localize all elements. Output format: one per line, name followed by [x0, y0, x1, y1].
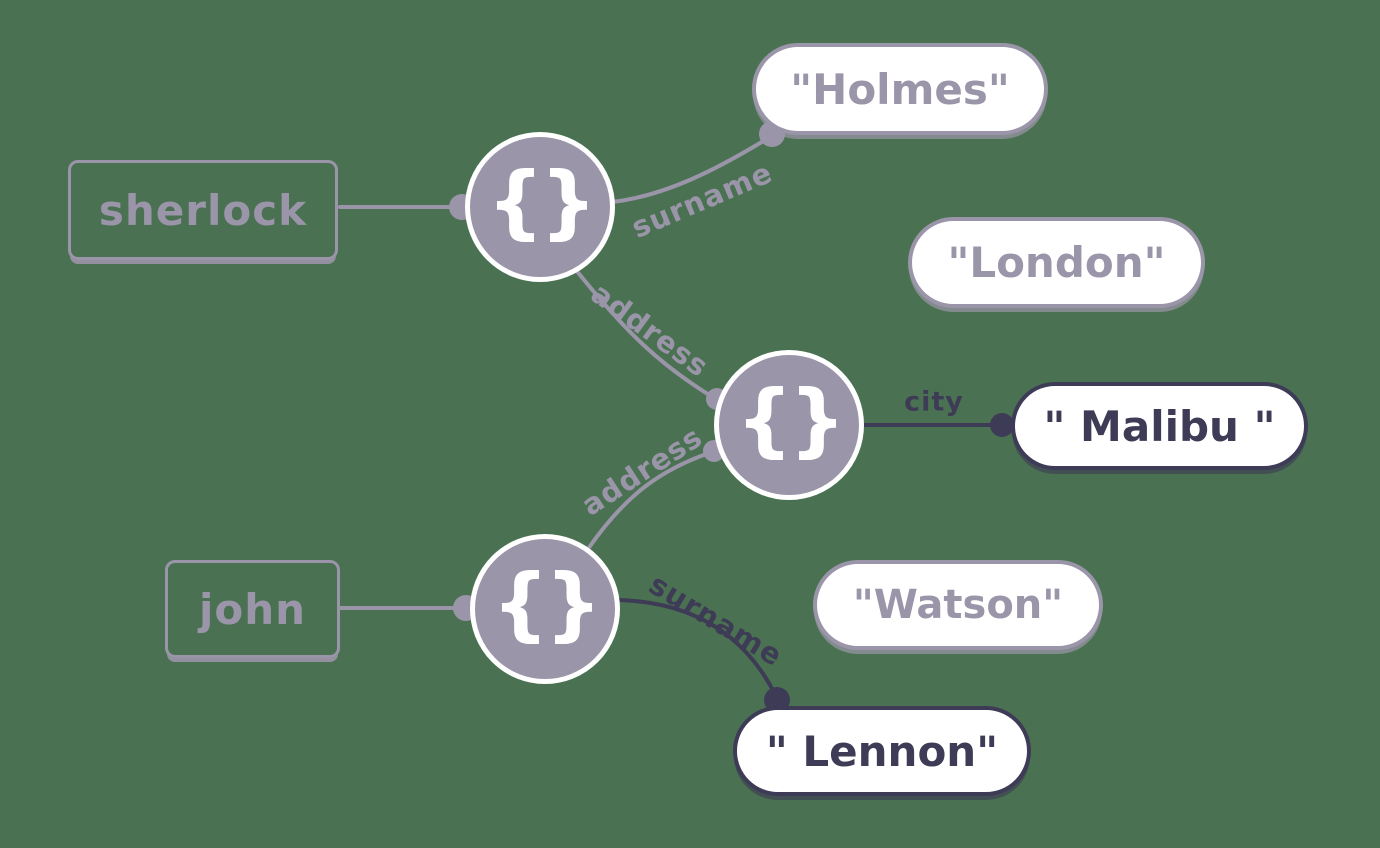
key-node-sherlock-label: sherlock	[98, 185, 308, 235]
edge-surname-to-lennon	[616, 598, 778, 698]
value-node-watson-label: "Watson"	[852, 582, 1064, 628]
value-node-london[interactable]: "London"	[908, 217, 1205, 308]
value-node-malibu[interactable]: " Malibu "	[1011, 382, 1308, 470]
object-node-address[interactable]: {}	[714, 350, 864, 500]
value-node-lennon-label: " Lennon"	[765, 726, 999, 776]
edge-label-surname-john: surname	[643, 566, 789, 674]
value-node-watson[interactable]: "Watson"	[813, 560, 1103, 650]
key-node-john[interactable]: john	[165, 560, 340, 658]
edge-label-surname-sherlock: surname	[626, 155, 778, 245]
value-node-london-label: "London"	[947, 238, 1166, 287]
edge-label-address-sherlock: address	[584, 276, 716, 384]
value-node-lennon[interactable]: " Lennon"	[733, 706, 1031, 796]
braces-icon: {}	[487, 155, 597, 248]
edge-label-city: city	[904, 386, 964, 418]
edge-address-from-sherlock	[574, 268, 716, 400]
value-node-holmes-label: "Holmes"	[790, 64, 1010, 114]
edge-label-address-john: address	[575, 419, 709, 523]
edge-address-from-john	[586, 450, 714, 551]
value-node-malibu-label: " Malibu "	[1043, 401, 1276, 451]
value-node-holmes[interactable]: "Holmes"	[752, 43, 1048, 135]
braces-icon: {}	[492, 557, 602, 650]
object-node-john[interactable]: {}	[470, 534, 620, 684]
key-node-john-label: john	[198, 584, 307, 634]
object-node-sherlock[interactable]: {}	[465, 132, 615, 282]
key-node-sherlock[interactable]: sherlock	[68, 160, 338, 260]
braces-icon: {}	[736, 373, 846, 466]
edge-surname-to-holmes	[610, 135, 772, 204]
